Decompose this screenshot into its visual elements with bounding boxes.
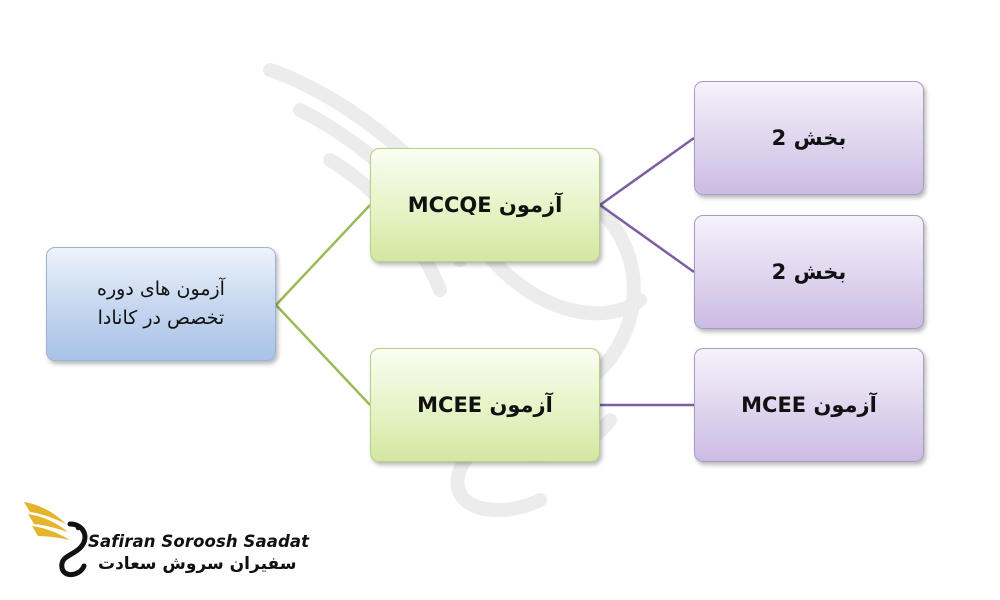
leaf-node-label: آزمون MCEE <box>741 392 877 417</box>
green-connectors <box>275 204 371 406</box>
brand-name-persian: سفیران سروش سعادت <box>98 554 297 574</box>
branch-node-mccqe: آزمون MCCQE <box>370 148 600 262</box>
connector-mccqe-to-part2 <box>599 203 695 274</box>
leaf-node-part-b: بخش 2 <box>694 215 924 329</box>
branch-node-mcee: آزمون MCEE <box>370 348 600 462</box>
leaf-node-part-a: بخش 2 <box>694 81 924 195</box>
leaf-node-label: بخش 2 <box>771 259 847 284</box>
root-node-label: آزمون های دوره تخصص در کانادا <box>97 277 225 329</box>
connector-mccqe-to-part1 <box>599 136 695 207</box>
leaf-node-label: بخش 2 <box>771 125 847 150</box>
branch-node-label: آزمون MCEE <box>417 392 553 417</box>
brand-name-english: Safiran Soroosh Saadat <box>88 532 310 551</box>
purple-connectors <box>599 136 695 407</box>
branch-node-label: آزمون MCCQE <box>407 192 563 217</box>
connector-root-to-mcee <box>275 304 371 406</box>
brand-logo: Safiran Soroosh Saadat سفیران سروش سعادت <box>18 494 309 584</box>
leaf-node-mcee: آزمون MCEE <box>694 348 924 462</box>
root-node: آزمون های دوره تخصص در کانادا <box>46 247 276 361</box>
swan-wing-logo-icon <box>24 502 88 577</box>
connector-root-to-mccqe <box>275 204 371 306</box>
